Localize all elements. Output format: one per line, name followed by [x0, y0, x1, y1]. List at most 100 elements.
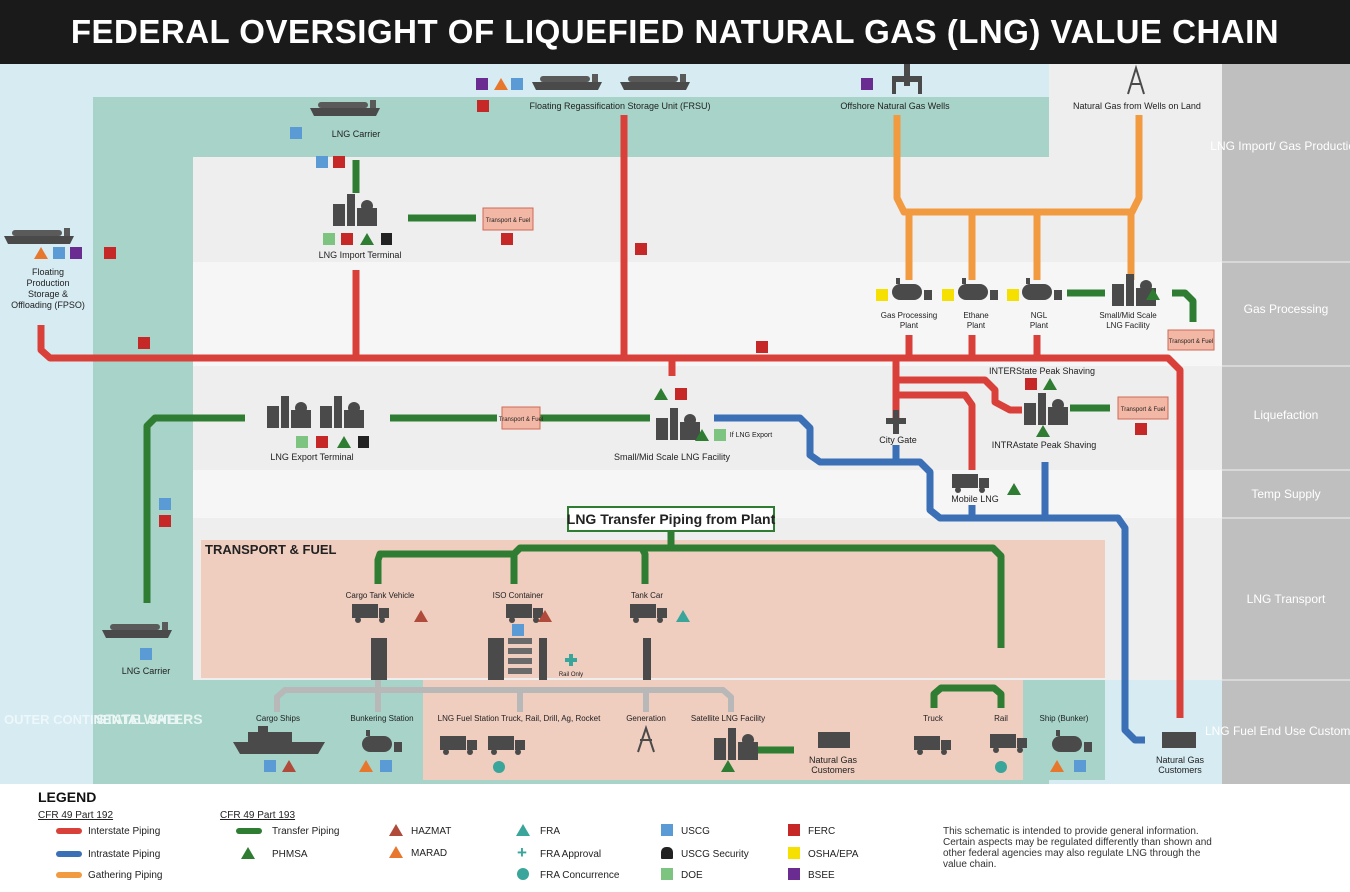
legend-marad: MARAD — [411, 848, 448, 859]
legend-interstate-swatch — [56, 828, 82, 834]
svg-text:Ship (Bunker): Ship (Bunker) — [1040, 714, 1089, 723]
svg-text:Offshore Natural Gas Wells: Offshore Natural Gas Wells — [840, 101, 950, 111]
transport-fuel-tag-peak: Transport & Fuel — [1117, 396, 1169, 420]
gas-processing-label-2: Plant — [900, 321, 919, 330]
disclaimer-note: This schematic is intended to provide ge… — [943, 826, 1212, 870]
svg-text:LNG Export Terminal: LNG Export Terminal — [270, 452, 353, 462]
svg-text:Bunkering Station: Bunkering Station — [350, 714, 413, 723]
svg-text:LNG Import Terminal: LNG Import Terminal — [319, 250, 402, 260]
transfer-piping — [143, 160, 1197, 754]
cargo-ships-icon — [233, 726, 325, 754]
fpso-label-1: Floating — [32, 267, 64, 277]
svg-text:Transport & Fuel: Transport & Fuel — [486, 218, 530, 224]
land-derrick-icon — [1127, 64, 1145, 95]
gathering-piping — [893, 115, 1143, 280]
city-gate-icon — [886, 410, 906, 434]
ng-customers-mid-label-2: Customers — [811, 765, 855, 775]
svg-text:Rail Only: Rail Only — [559, 672, 583, 678]
svg-text:Transport & Fuel: Transport & Fuel — [1121, 407, 1165, 413]
svg-text:LNG Fuel Station Truck, Rail,: LNG Fuel Station Truck, Rail, Drill, Ag,… — [438, 714, 602, 723]
legend-part192: CFR 49 Part 192 — [38, 810, 114, 821]
svg-text:Transport & Fuel: Transport & Fuel — [1169, 339, 1213, 345]
lng-value-chain-diagram: LNG Import/ Gas Production Gas Processin… — [0, 64, 1350, 784]
legend-fra-approval: FRA Approval — [540, 849, 602, 860]
legend-uscg: USCG — [681, 826, 710, 837]
legend-fra-concurrence-icon — [517, 868, 529, 880]
legend-hazmat: HAZMAT — [411, 826, 452, 837]
svg-text:Cargo Ships: Cargo Ships — [256, 714, 300, 723]
legend-osha-icon — [788, 847, 800, 859]
svg-text:Generation: Generation — [626, 714, 666, 723]
page-title: FEDERAL OVERSIGHT OF LIQUEFIED NATURAL G… — [70, 13, 1280, 50]
legend-intrastate-swatch — [56, 851, 82, 857]
legend-bsee: BSEE — [808, 870, 835, 881]
svg-text:LNG Transfer Piping from Plant: LNG Transfer Piping from Plant — [567, 511, 776, 527]
legend-doe-icon — [661, 868, 673, 880]
small-mid-top-label-1: Small/Mid Scale — [1099, 311, 1157, 320]
svg-text:Mobile LNG: Mobile LNG — [951, 494, 999, 504]
svg-text:INTERState Peak Shaving: INTERState Peak Shaving — [989, 366, 1095, 376]
legend-gathering-swatch — [56, 872, 82, 878]
legend-part193: CFR 49 Part 193 — [220, 810, 296, 821]
legend-ferc-icon — [788, 824, 800, 836]
title-bar: FEDERAL OVERSIGHT OF LIQUEFIED NATURAL G… — [0, 0, 1350, 64]
svg-text:Satellite LNG Facility: Satellite LNG Facility — [691, 714, 765, 723]
offshore-rig-icon — [892, 64, 922, 94]
small-mid-top-label-2: LNG Facility — [1106, 321, 1150, 330]
state-waters-end-use-right — [1023, 680, 1105, 780]
transfer-piping-box: LNG Transfer Piping from Plant — [567, 506, 776, 532]
transport-fuel-tag-import: Transport & Fuel — [482, 207, 534, 231]
agency-markers — [34, 78, 1160, 773]
fpso-label-4: Offloading (FPSO) — [11, 300, 85, 310]
stage-gas-processing: Gas Processing — [1244, 302, 1329, 316]
stage-temp-supply: Temp Supply — [1251, 487, 1320, 501]
legend-doe: DOE — [681, 870, 703, 881]
legend-phmsa-icon — [241, 847, 255, 859]
stage-end-use: LNG Fuel End Use Customers — [1205, 724, 1350, 738]
stage-import-production: LNG Import/ Gas Production — [1210, 139, 1350, 153]
legend-fra-icon — [516, 824, 530, 836]
outer-shelf-label: OUTER CONTINENTAL SHELF — [4, 712, 191, 727]
svg-text:Tank Car: Tank Car — [631, 591, 663, 600]
fpso-label-3: Storage & — [28, 289, 68, 299]
legend-title: LEGEND — [38, 789, 97, 805]
legend-fra-concurrence: FRA Concurrence — [540, 870, 620, 881]
ng-customers-mid-label-1: Natural Gas — [809, 755, 858, 765]
ngl-label-2: Plant — [1030, 321, 1049, 330]
transport-fuel-tag-export: Transport & Fuel — [499, 406, 543, 430]
svg-text:City Gate: City Gate — [879, 435, 917, 445]
ethane-label-2: Plant — [967, 321, 986, 330]
svg-text:ISO Container: ISO Container — [493, 591, 544, 600]
interstate-piping — [37, 115, 1184, 718]
legend-fra: FRA — [540, 826, 560, 837]
end-use-feeders — [274, 678, 734, 712]
ng-customers-right-icon — [1162, 732, 1196, 748]
svg-text:LNG Carrier: LNG Carrier — [332, 129, 381, 139]
legend-intrastate: Intrastate Piping — [88, 849, 161, 860]
legend-marad-icon — [389, 846, 403, 858]
legend-fra-approval-icon: + — [517, 843, 527, 862]
svg-text:Small/Mid Scale LNG Facility: Small/Mid Scale LNG Facility — [614, 452, 731, 462]
legend-hazmat-icon — [389, 824, 403, 836]
legend-bsee-icon — [788, 868, 800, 880]
stage-lng-transport: LNG Transport — [1247, 592, 1326, 606]
generation-icon — [637, 724, 655, 753]
legend-uscg-security-icon — [661, 847, 673, 859]
ng-customers-right-label-2: Customers — [1158, 765, 1202, 775]
legend-phmsa: PHMSA — [272, 849, 308, 860]
iso-stack — [508, 638, 532, 674]
svg-text:LNG Carrier: LNG Carrier — [122, 666, 171, 676]
svg-text:Cargo Tank Vehicle: Cargo Tank Vehicle — [346, 591, 415, 600]
fpso-label-2: Production — [26, 278, 69, 288]
stage-liquefaction: Liquefaction — [1254, 408, 1319, 422]
ng-customers-mid-icon — [818, 732, 850, 748]
svg-text:Rail: Rail — [994, 714, 1008, 723]
transport-fuel-label: TRANSPORT & FUEL — [205, 542, 337, 557]
ethane-label-1: Ethane — [963, 311, 989, 320]
svg-text:If LNG Export: If LNG Export — [730, 432, 772, 439]
svg-text:Truck: Truck — [923, 714, 944, 723]
legend-interstate: Interstate Piping — [88, 826, 161, 837]
gas-processing-label-1: Gas Processing — [881, 311, 937, 320]
node-labels: Floating Production Storage & Offloading… — [11, 101, 1204, 775]
ngl-label-1: NGL — [1031, 311, 1048, 320]
